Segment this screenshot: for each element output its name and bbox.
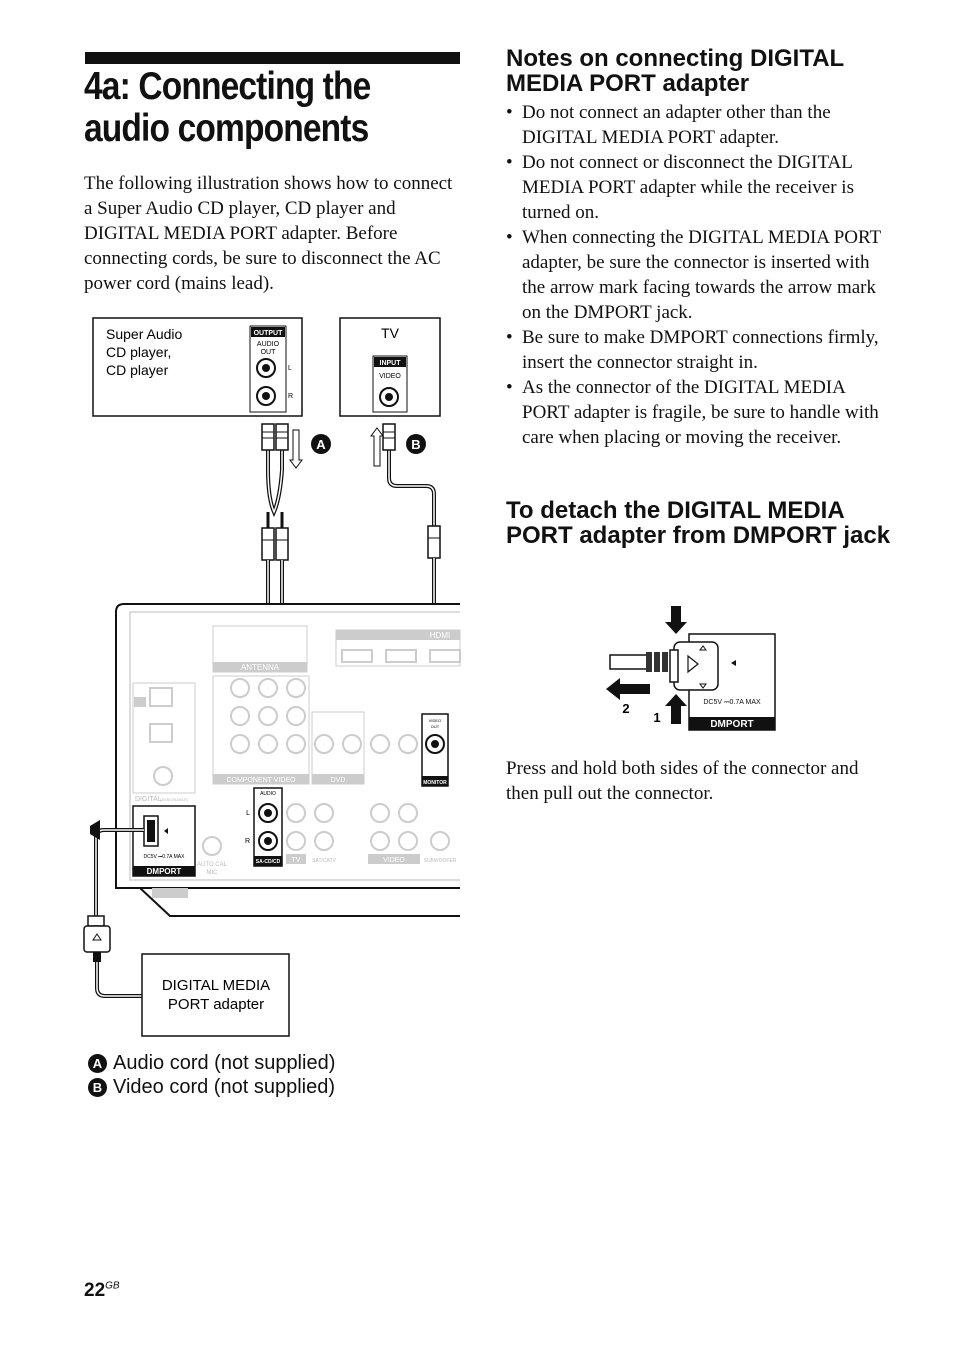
title-rule [85, 52, 460, 64]
panel-l-label: L [246, 810, 250, 817]
legend-a: A Audio cord (not supplied) [88, 1051, 335, 1075]
digital-label: DIGITAL [135, 796, 162, 803]
output-tag: OUTPUT [254, 330, 284, 337]
note-item: Do not connect or disconnect the DIGITAL… [506, 150, 891, 225]
step-2-label: 2 [622, 701, 629, 716]
cd-player-label: CD player, [106, 344, 171, 360]
connection-diagram: Super Audio CD player, CD player OUTPUT … [83, 317, 461, 1037]
audio-jack-label: AUDIO [260, 791, 276, 797]
page-number-value: 22 [84, 1280, 106, 1301]
intro-paragraph: The following illustration shows how to … [84, 173, 453, 294]
legend-b: B Video cord (not supplied) [88, 1075, 335, 1099]
step-1-label: 1 [653, 710, 660, 725]
note-item: As the connector of the DIGITAL MEDIA PO… [506, 375, 891, 450]
channel-r-label: R [288, 393, 293, 400]
note-item: When connecting the DIGITAL MEDIA PORT a… [506, 225, 891, 325]
receiver-rear-panel: ANTENNA HDMI DIGITAL (ASSIGNABLE) DMPORT… [115, 603, 461, 917]
dmport-jack [132, 805, 196, 877]
legend-a-text: Audio cord (not supplied) [113, 1052, 336, 1074]
legend-badge-b: B [88, 1077, 107, 1097]
page-number-suffix: GB [105, 1280, 120, 1292]
assignable-label: (ASSIGNABLE) [160, 797, 189, 802]
panel-r-label: R [245, 838, 250, 845]
video-out-label: OUT [431, 724, 440, 729]
detach-instruction: Press and hold both sides of the connect… [506, 758, 859, 804]
detach-illustration: DMPORT DC5V ⎓0.7A MAX 2 1 [606, 606, 776, 731]
antenna-label: ANTENNA [241, 663, 280, 672]
notes-heading: Notes on connecting DIGITAL MEDIA PORT a… [506, 45, 844, 97]
badge-a: A [316, 437, 326, 452]
channel-l-label: L [288, 365, 292, 372]
video-label: VIDEO [379, 373, 401, 380]
cd-player-label: CD player [106, 362, 169, 378]
sat-catv-label: SAT/CATV [312, 858, 336, 864]
dvd-label: DVD [331, 777, 346, 784]
page-number: 22GB [84, 1280, 120, 1302]
detach-jack-spec: DC5V ⎓0.7A MAX [703, 699, 761, 706]
cd-player-label: Super Audio [106, 326, 182, 342]
adapter-box [141, 953, 290, 1037]
tv-label: TV [381, 325, 400, 341]
notes-list: Do not connect an adapter other than the… [506, 100, 891, 450]
component-video-label: COMPONENT VIDEO [226, 777, 296, 784]
input-tag: INPUT [380, 360, 402, 367]
detach-jack-label: DMPORT [710, 719, 753, 730]
video-out-label: VIDEO [429, 718, 441, 723]
page-title: 4a: Connecting the audio components [84, 65, 371, 150]
legend-badge-a: A [88, 1053, 107, 1073]
note-item: Do not connect an adapter other than the… [506, 100, 891, 150]
adapter-label: DIGITAL MEDIA [162, 977, 270, 994]
auto-cal-label: AUTO CAL [197, 862, 228, 868]
sa-cd-label: SA-CD/CD [256, 859, 281, 865]
legend-b-text: Video cord (not supplied) [113, 1076, 335, 1098]
adapter-label: PORT adapter [168, 996, 264, 1013]
auto-cal-label: MIC [207, 870, 219, 876]
subwoofer-label: SUBWOOFER [424, 858, 457, 864]
monitor-label: MONITOR [423, 780, 447, 786]
dmport-spec: DC5V ⎓0.7A MAX [144, 854, 186, 860]
panel-tv-label: TV [292, 857, 301, 864]
badge-b: B [411, 437, 420, 452]
sa-cd-jack [253, 787, 283, 867]
detach-heading: To detach the DIGITAL MEDIA PORT adapter… [506, 497, 891, 549]
dmport-jack-label: DMPORT [147, 867, 182, 876]
video-group-label: VIDEO [383, 857, 405, 864]
audio-out-label: OUT [261, 349, 277, 356]
note-item: Be sure to make DMPORT connections firml… [506, 325, 891, 375]
hdmi-label: HDMI [430, 631, 450, 640]
audio-out-label: AUDIO [257, 341, 280, 348]
